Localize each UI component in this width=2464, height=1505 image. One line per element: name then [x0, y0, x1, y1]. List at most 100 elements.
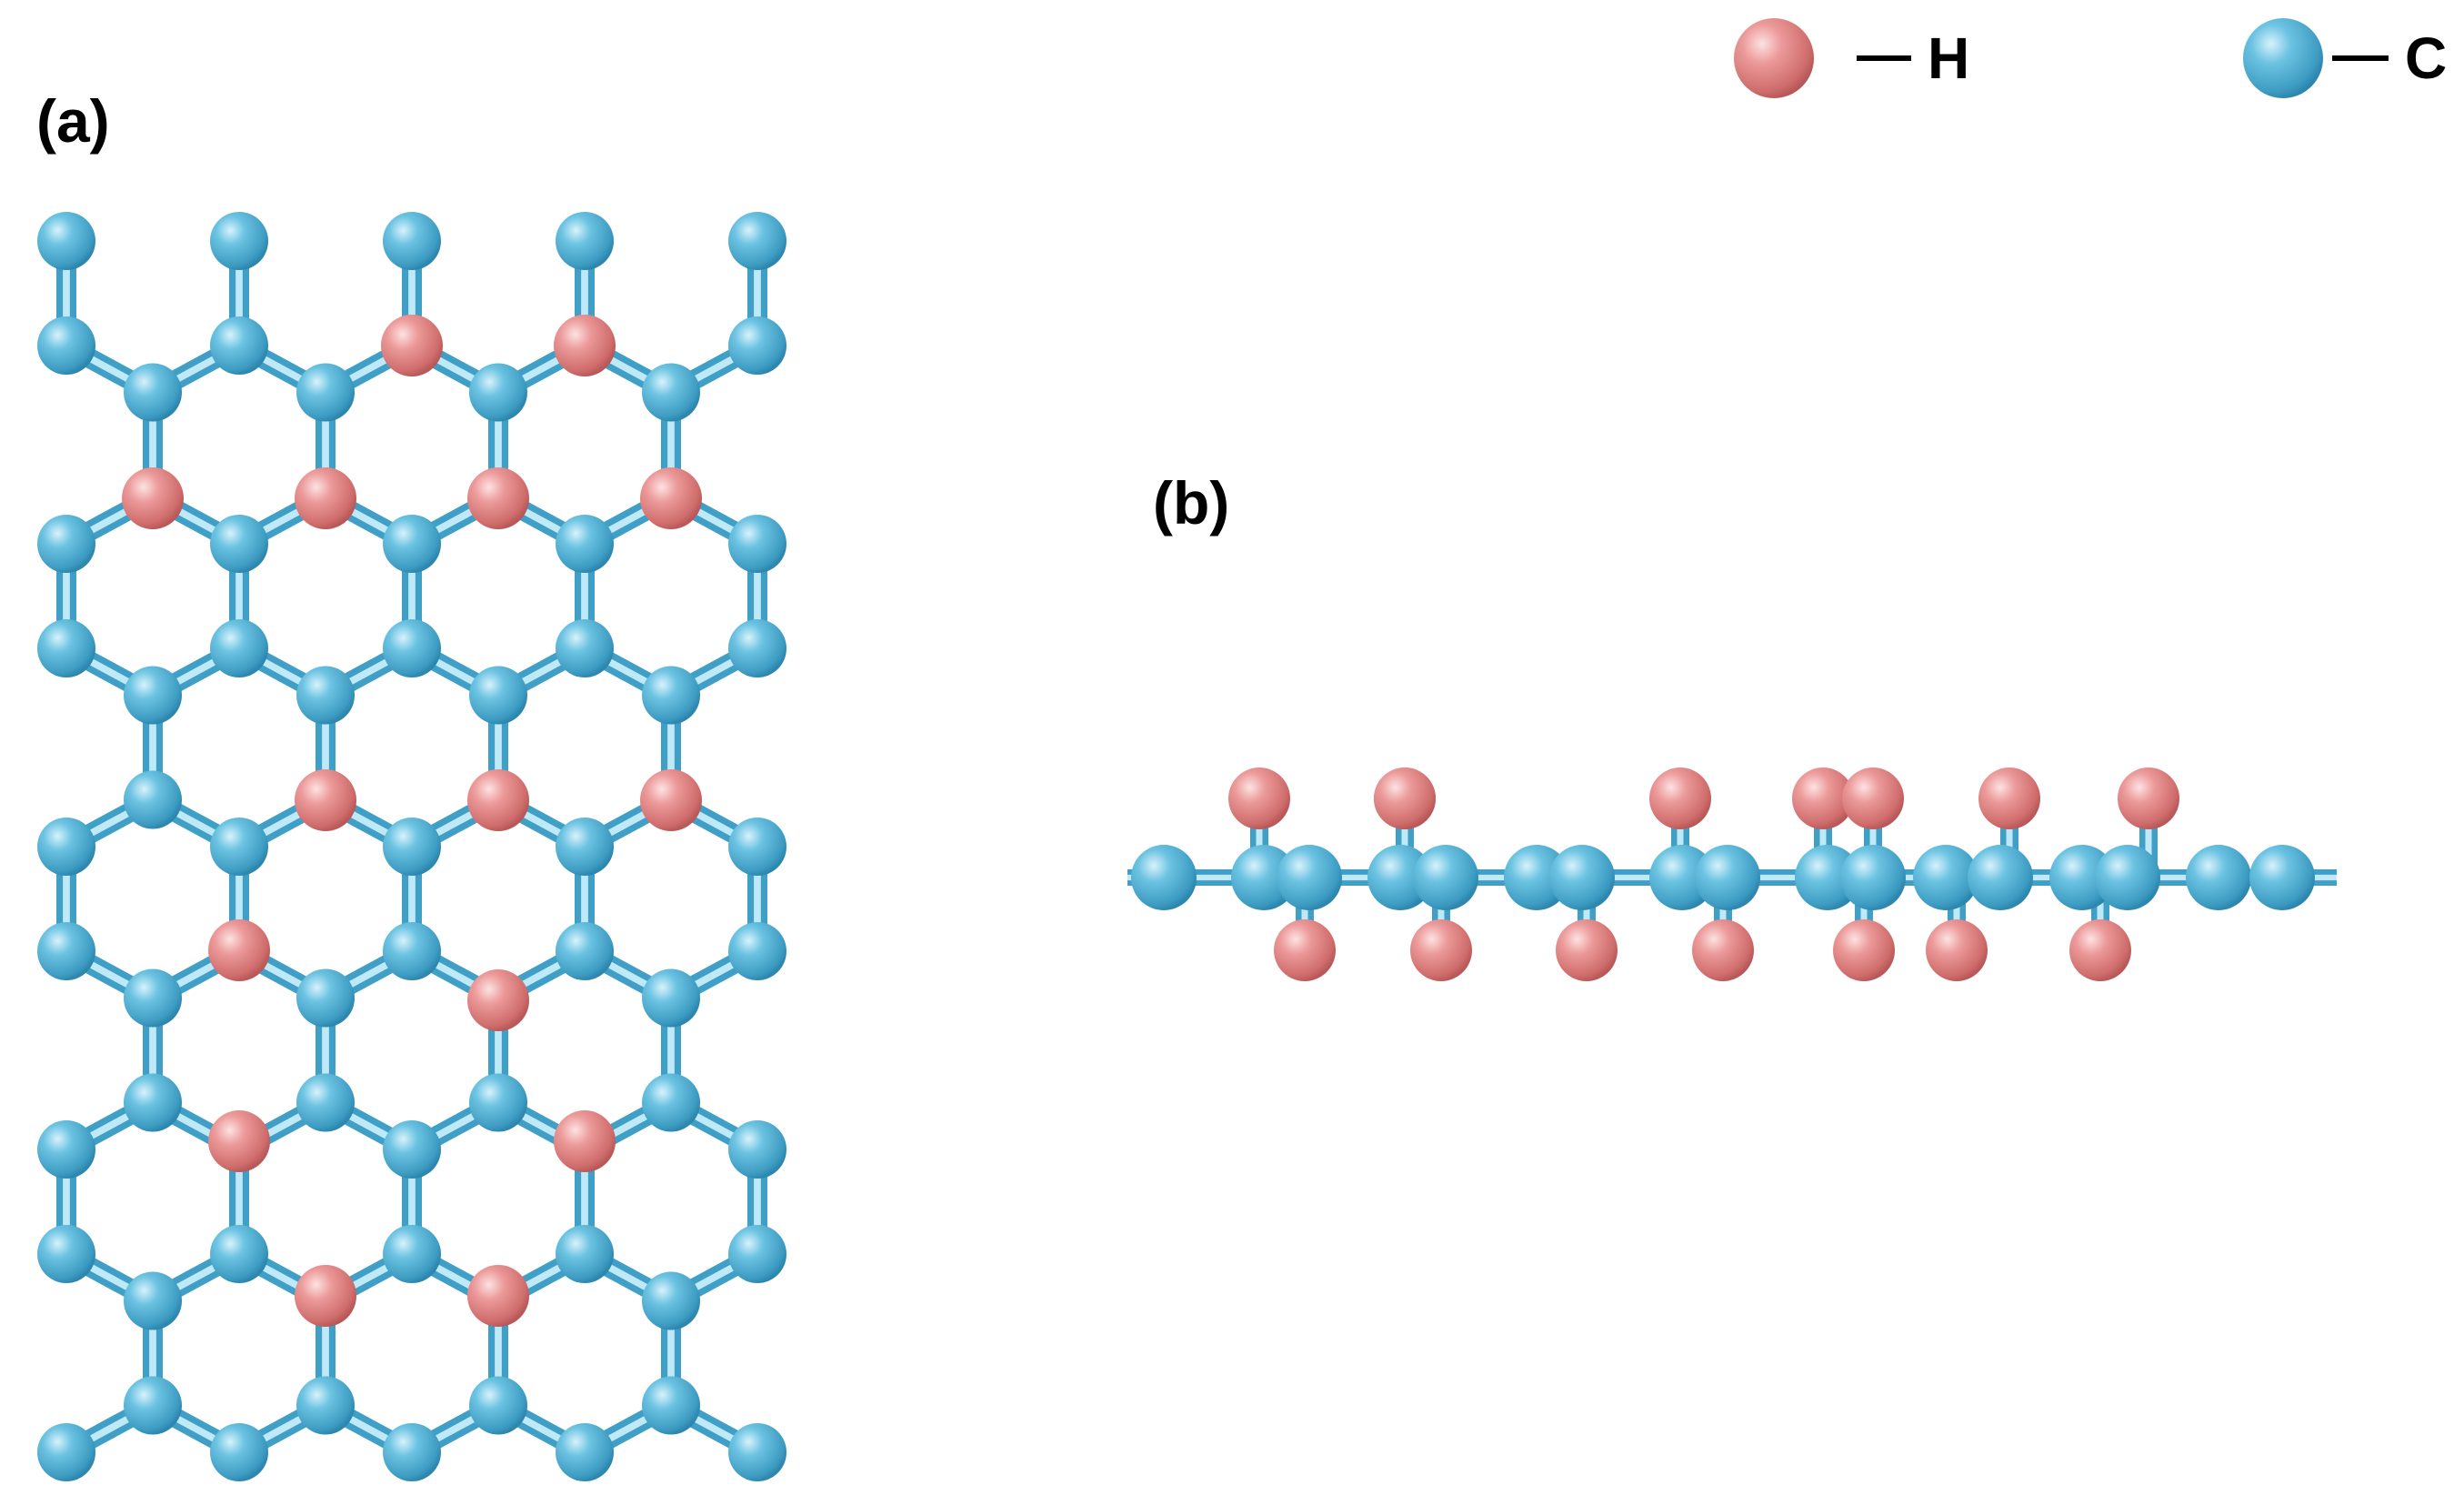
carbon-atom	[296, 363, 355, 422]
carbon-atom	[469, 1376, 527, 1435]
hydrogen-atom	[1410, 919, 1472, 981]
hydrogen-atom	[1842, 768, 1904, 829]
legend-dash	[1857, 55, 1911, 61]
legend-item-hydrogen: H	[1732, 16, 1969, 100]
carbon-atom	[2186, 845, 2251, 910]
carbon-atom	[469, 666, 527, 725]
carbon-atom	[124, 770, 182, 829]
panel-b-side-view	[1127, 768, 2337, 981]
carbon-atom	[642, 1271, 700, 1330]
hydrogen-atom	[554, 1110, 616, 1172]
hydrogen-atom	[1833, 919, 1895, 981]
carbon-atom	[1695, 845, 1760, 910]
carbon-atom	[469, 363, 527, 422]
legend-label-h: H	[1928, 25, 1970, 91]
carbon-atom	[1840, 845, 1906, 910]
carbon-atom	[210, 316, 268, 375]
carbon-atom	[210, 619, 268, 677]
hydrogen-atom	[295, 769, 356, 831]
carbon-atom	[642, 968, 700, 1028]
carbon-atom	[556, 619, 614, 677]
hydrogen-atom	[467, 467, 529, 529]
panel-a-atoms	[37, 212, 786, 1481]
hydrogen-atom	[467, 969, 529, 1031]
hydrogen-atom	[1792, 768, 1854, 829]
hydrogen-atom	[295, 467, 356, 529]
carbon-atom	[37, 515, 95, 573]
hydrogen-atom	[1556, 919, 1618, 981]
carbon-atom	[1413, 845, 1478, 910]
carbon-atom	[1549, 845, 1615, 910]
carbon-atom	[2049, 845, 2115, 910]
carbon-atom	[124, 1271, 182, 1330]
carbon-atom	[1277, 845, 1342, 910]
carbon-atom	[556, 212, 614, 270]
hydrogen-atom-icon	[1734, 18, 1814, 98]
carbon-atom	[1649, 845, 1715, 910]
hydrogen-atom	[467, 769, 529, 831]
legend-dash	[2332, 55, 2389, 61]
carbon-atom	[296, 666, 355, 725]
carbon-atom	[728, 1225, 786, 1283]
carbon-atom	[383, 922, 441, 980]
carbon-atom	[210, 515, 268, 573]
carbon-atom	[642, 666, 700, 725]
carbon-atom	[37, 818, 95, 876]
hydrogen-atom	[208, 919, 270, 981]
carbon-atom	[210, 1225, 268, 1283]
carbon-atom	[37, 1225, 95, 1283]
carbon-atom	[556, 1225, 614, 1283]
carbon-atom	[37, 212, 95, 270]
hydrogen-atom	[2069, 919, 2131, 981]
carbon-atom	[37, 316, 95, 375]
carbon-atom	[728, 1423, 786, 1481]
carbon-atom	[1795, 845, 1860, 910]
hydrogen-atom	[1228, 768, 1290, 829]
carbon-atom	[1367, 845, 1433, 910]
carbon-atom	[728, 212, 786, 270]
hydrogen-atom	[1926, 919, 1988, 981]
carbon-atom	[383, 1225, 441, 1283]
carbon-atom	[124, 1073, 182, 1132]
carbon-atom	[556, 818, 614, 876]
carbon-atom	[642, 1073, 700, 1132]
hydrogen-atom	[554, 315, 616, 376]
hydrogen-atom	[640, 769, 702, 831]
carbon-atom	[210, 1423, 268, 1481]
carbon-atom	[1131, 845, 1197, 910]
carbon-atom	[2249, 845, 2315, 910]
carbon-atom	[37, 1423, 95, 1481]
hydrogen-atom	[1274, 919, 1336, 981]
legend-label-c: C	[2405, 25, 2448, 91]
carbon-atom	[556, 1423, 614, 1481]
panel-b-label: (b)	[1153, 469, 1230, 537]
carbon-atom	[728, 1120, 786, 1179]
carbon-atom	[124, 1376, 182, 1435]
panel-a-label: (a)	[36, 87, 110, 155]
carbon-atom	[124, 968, 182, 1028]
hydrogen-atom	[381, 315, 443, 376]
hydrogen-atom	[1649, 768, 1711, 829]
carbon-atom	[642, 1376, 700, 1435]
carbon-atom	[296, 1073, 355, 1132]
hydrogen-atom	[467, 1265, 529, 1327]
carbon-atom	[124, 363, 182, 422]
carbon-atom	[383, 818, 441, 876]
carbon-atom	[728, 619, 786, 677]
carbon-atom	[383, 619, 441, 677]
carbon-atom	[383, 212, 441, 270]
carbon-atom	[556, 515, 614, 573]
hydrogen-atom	[2118, 768, 2179, 829]
hydrogen-atom	[1374, 768, 1436, 829]
carbon-atom	[2095, 845, 2160, 910]
carbon-atom	[728, 515, 786, 573]
carbon-atom-icon	[2243, 18, 2323, 98]
carbon-atom	[124, 666, 182, 725]
carbon-atom	[1913, 845, 1978, 910]
carbon-atom	[728, 922, 786, 980]
carbon-atom	[1504, 845, 1569, 910]
carbon-atom	[37, 619, 95, 677]
carbon-atom	[469, 1073, 527, 1132]
carbon-atom	[37, 1120, 95, 1179]
